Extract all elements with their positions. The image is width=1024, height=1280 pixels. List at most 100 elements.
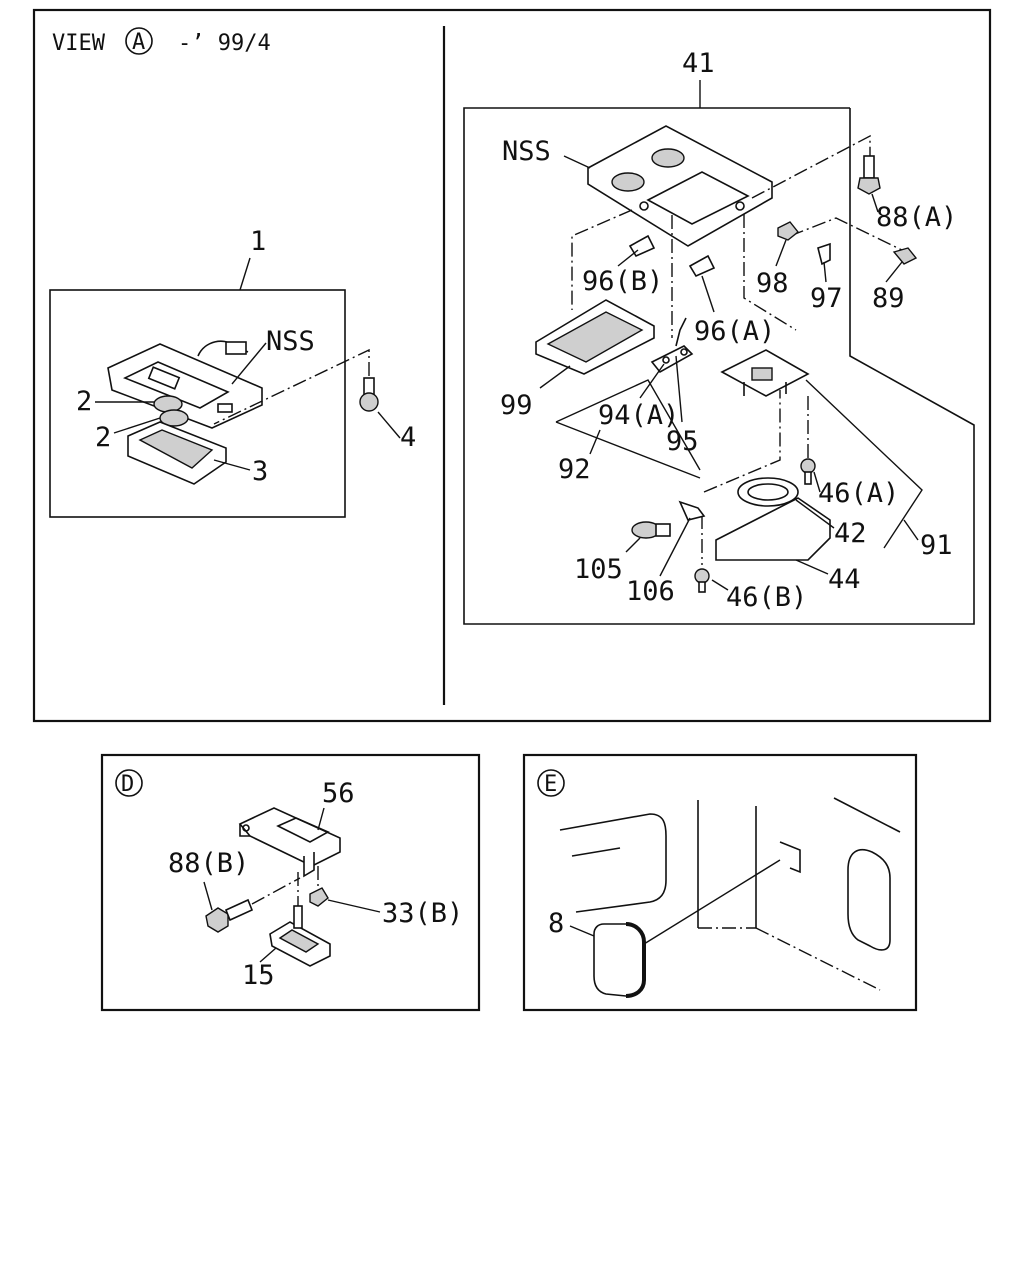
label-nss-right: NSS [502, 136, 551, 167]
leader-94a [639, 363, 665, 399]
view-d-panel: D 56 88(B) 33(B) 15 [100, 753, 481, 1012]
label-2-lower: 2 [95, 422, 111, 453]
mount-bracket [779, 841, 801, 874]
bracket-56-tab [239, 824, 250, 837]
screw-4 [359, 377, 379, 412]
body-panel-right-top [833, 797, 901, 833]
body-panel-left-edge [571, 847, 621, 857]
view-a-frame [32, 8, 992, 723]
label-105: 105 [574, 554, 623, 585]
leader-33b [327, 899, 381, 913]
leader-89 [885, 261, 903, 283]
label-97: 97 [810, 283, 843, 314]
nut-98-body [777, 221, 799, 241]
bolt-88b-shank [224, 898, 254, 922]
label-106: 106 [626, 576, 675, 607]
leader-88b [203, 881, 213, 911]
lens-44 [715, 497, 831, 561]
leader-42 [795, 499, 835, 529]
view-a-suffix: -’ 99/4 [178, 31, 271, 56]
label-2-upper: 2 [76, 386, 92, 417]
body-window-right [847, 848, 891, 951]
label-3: 3 [252, 456, 268, 487]
label-nss-left: NSS [266, 326, 315, 357]
label-44: 44 [828, 564, 861, 595]
gasket-42-inner [747, 483, 789, 501]
axis-89 [789, 217, 907, 253]
view-d-frame [100, 753, 481, 1012]
label-94a: 94(A) [598, 400, 679, 431]
screw-88a [857, 155, 881, 195]
dome-light-assembly-1: 1 NSS 2 2 [49, 226, 416, 518]
label-41: 41 [682, 48, 715, 79]
console-recess [646, 171, 750, 225]
screw-88a-shank [863, 155, 875, 179]
leader-3 [213, 459, 251, 471]
label-88a: 88(A) [876, 202, 957, 233]
nut-98 [777, 221, 799, 241]
bulb-105-base [655, 523, 671, 537]
leader-99 [539, 365, 571, 389]
screw-46a-head [800, 458, 816, 474]
nut-33b [309, 887, 329, 907]
label-56: 56 [322, 778, 355, 809]
leader-88a [871, 193, 879, 213]
label-96b: 96(B) [582, 266, 663, 297]
leader-56 [317, 807, 325, 831]
label-92: 92 [558, 454, 591, 485]
lamp-switch [147, 366, 181, 390]
view-a-circle-letter: A [132, 30, 145, 55]
console-housing [587, 125, 773, 247]
leader-nss-right [563, 155, 591, 169]
bracket-56-hole [242, 824, 250, 832]
view-a-title: VIEW [52, 31, 106, 56]
bracket-56-slot [276, 817, 330, 843]
leader-1 [239, 257, 251, 291]
body-panel-left [559, 813, 667, 913]
leader-92 [589, 429, 601, 455]
leader-44 [795, 559, 829, 575]
leader-98 [775, 239, 787, 267]
screw-46a [800, 458, 816, 485]
leader-8 [569, 925, 595, 937]
label-4: 4 [400, 422, 416, 453]
leader-46a [813, 471, 821, 493]
label-1: 1 [250, 226, 266, 257]
view-a-panel: VIEW A -’ 99/4 1 [32, 8, 992, 723]
view-e-panel: E 8 [522, 753, 918, 1012]
pad-8 [593, 923, 645, 997]
screw-46b [694, 568, 710, 593]
screw-89 [892, 247, 918, 265]
bracket-92 [555, 379, 701, 471]
leader-2-lower [113, 417, 161, 434]
lamp-tab [217, 403, 233, 413]
leader-nss-left [231, 342, 267, 385]
screw-46a-shank [804, 471, 812, 485]
label-96a: 96(A) [694, 316, 775, 347]
screw-4-axis [213, 348, 370, 425]
leader-96b [617, 249, 639, 267]
socket-94a [650, 345, 694, 374]
label-42: 42 [834, 518, 867, 549]
bracket-56 [238, 807, 341, 867]
axis-88b [251, 877, 301, 905]
axis-8 [643, 859, 781, 945]
floor-line [755, 927, 881, 991]
view-e-circle-letter: E [544, 772, 557, 797]
console-hole-1 [639, 201, 649, 211]
bolt-88b [205, 898, 254, 933]
leader-97 [823, 261, 827, 283]
clip-97-body [817, 242, 831, 266]
screw-88a-head [857, 177, 881, 195]
lamp-bracket-tabs [743, 382, 787, 396]
label-91: 91 [920, 530, 953, 561]
lamp-bracket-switch [751, 367, 773, 381]
view-d-circle-letter: D [121, 772, 134, 797]
axis-99 [571, 209, 633, 310]
leader-15 [259, 947, 277, 963]
label-46a: 46(A) [818, 478, 899, 509]
bracket-56-leg [303, 852, 315, 878]
bracket-91 [805, 379, 923, 549]
tape-96a [688, 254, 716, 278]
